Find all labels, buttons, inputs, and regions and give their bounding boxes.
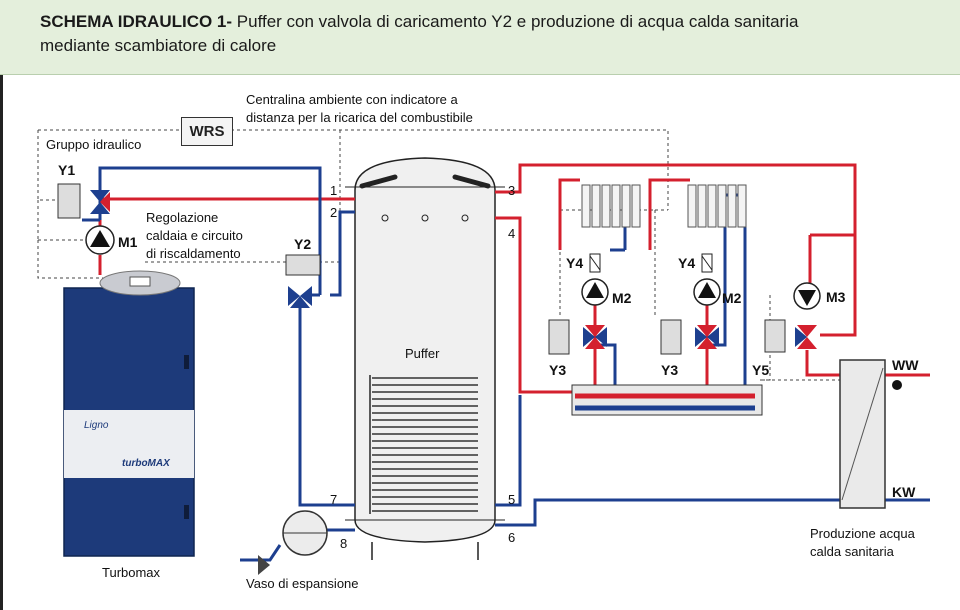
vaso-label: Vaso di espansione — [246, 576, 359, 591]
produzione-label-1: Produzione acqua — [810, 526, 915, 541]
page-title-line2: mediante scambiatore di calore — [40, 36, 277, 55]
port-4: 4 — [508, 226, 516, 241]
puffer-tank — [345, 157, 505, 560]
valve-y5 — [764, 319, 817, 353]
produzione-label-2: calda sanitaria — [810, 544, 894, 559]
m1-label: M1 — [118, 234, 138, 250]
pump-m3 — [793, 282, 821, 310]
page-title: SCHEMA IDRAULICO 1- Puffer con valvola d… — [40, 12, 799, 31]
valve-y2 — [285, 254, 321, 308]
pump-m2a — [581, 278, 609, 306]
valve-y3a — [548, 319, 607, 355]
port-6: 6 — [508, 530, 516, 545]
valve-y3b — [660, 319, 719, 355]
check-valve-y4a — [589, 253, 601, 273]
centralina-label-2: distanza per la ricarica del combustibil… — [246, 110, 473, 125]
centralina-label-1: Centralina ambiente con indicatore a — [246, 92, 458, 107]
cold-pipes — [82, 166, 930, 562]
left-border — [0, 74, 3, 610]
regolazione-label-3: di riscaldamento — [146, 246, 241, 261]
boiler-logo: Ligno — [84, 420, 109, 431]
radiator-2 — [687, 184, 747, 228]
regolazione-label-1: Regolazione — [146, 210, 219, 225]
boiler — [63, 270, 195, 557]
pump-m1 — [85, 225, 115, 255]
y1-label: Y1 — [58, 162, 76, 178]
expansion-vessel — [258, 510, 328, 575]
port-2: 2 — [330, 205, 338, 220]
port-5: 5 — [508, 492, 516, 507]
y4a-label: Y4 — [566, 255, 584, 271]
heat-exchanger — [839, 359, 902, 509]
header-band: SCHEMA IDRAULICO 1- Puffer con valvola d… — [0, 0, 960, 75]
m3-label: M3 — [826, 289, 846, 305]
regolazione-label-2: caldaia e circuito — [146, 228, 243, 243]
turbomax-label: Turbomax — [102, 565, 161, 580]
kw-label: KW — [892, 484, 916, 500]
m2b-label: M2 — [722, 290, 742, 306]
wrs-box: WRS — [181, 117, 233, 146]
port-8: 8 — [340, 536, 348, 551]
check-valve-y4b — [701, 253, 713, 273]
ww-label: WW — [892, 357, 919, 373]
radiator-1 — [581, 184, 641, 228]
port-7: 7 — [330, 492, 338, 507]
valve-y1 — [57, 183, 110, 219]
manifold — [571, 384, 763, 416]
tank-coil — [369, 375, 478, 514]
y3b-label: Y3 — [661, 362, 679, 378]
hot-pipes — [98, 163, 930, 394]
gruppo-label: Gruppo idraulico — [46, 137, 142, 152]
m2a-label: M2 — [612, 290, 632, 306]
boiler-brand: turboMAX — [122, 458, 170, 469]
y5-label: Y5 — [752, 362, 770, 378]
y3a-label: Y3 — [549, 362, 567, 378]
pump-m2b — [693, 278, 721, 306]
port-3: 3 — [508, 183, 516, 198]
port-1: 1 — [330, 183, 338, 198]
puffer-label: Puffer — [405, 346, 440, 361]
y2-label: Y2 — [294, 236, 312, 252]
y4b-label: Y4 — [678, 255, 696, 271]
